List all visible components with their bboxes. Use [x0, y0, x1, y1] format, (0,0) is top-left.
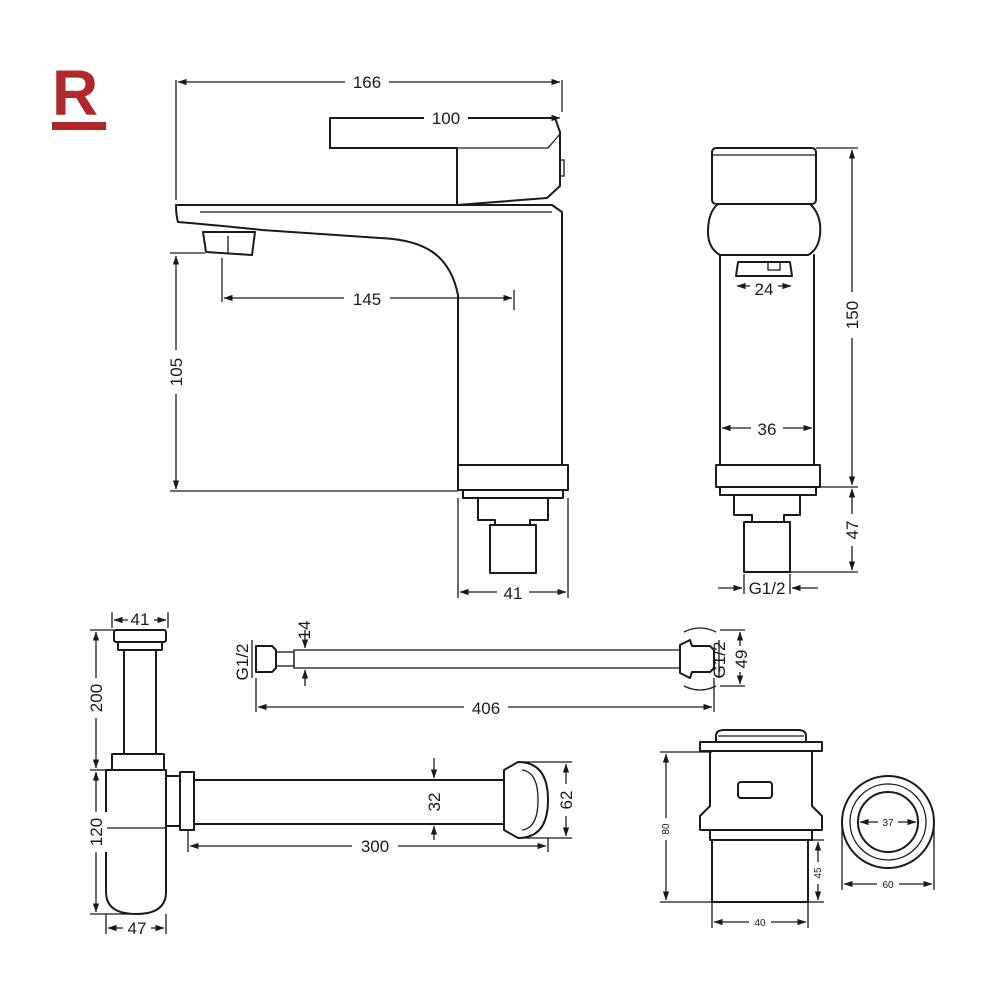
dim-hose-left-thread: G1/2: [233, 644, 252, 681]
dim-siphon-flange: 62: [557, 791, 576, 810]
side-washer: [719, 486, 817, 496]
dim-bg: [732, 646, 750, 672]
dim-drain-height: 80: [661, 823, 672, 835]
siphon-nut: [111, 753, 165, 771]
side-base: [715, 464, 821, 488]
aerator: [202, 231, 256, 256]
pop-up-drain: 80 45 40 37 60: [657, 729, 935, 929]
siphon-outlet-nut: [179, 771, 195, 831]
dim-siphon-pipe-length: 300: [361, 837, 389, 856]
drain-top-inner: [857, 791, 919, 853]
dim-bg: [877, 877, 899, 891]
dim-bg: [424, 108, 468, 128]
dim-bg: [841, 292, 863, 338]
dim-drain-thread-diameter: 40: [754, 918, 766, 929]
hose-right-nut: [679, 639, 715, 679]
side-outlet: [735, 261, 793, 277]
dim-base-diameter: 41: [504, 584, 523, 603]
siphon-outlet-collar: [165, 775, 181, 827]
faucet-side-view: 24 36 150 47 G1/2: [707, 147, 863, 598]
dim-bg: [497, 582, 529, 602]
handle-button: [559, 159, 565, 177]
dim-siphon-pipe-diameter: 32: [425, 793, 444, 812]
brand-logo-underline: [52, 122, 106, 130]
base-washer: [462, 489, 564, 499]
dim-bg: [878, 815, 898, 829]
dim-bg: [165, 350, 187, 394]
dim-side-thread: G1/2: [749, 579, 786, 598]
dim-bg: [555, 784, 577, 816]
drain-flange: [699, 741, 823, 752]
dim-bg: [85, 678, 107, 718]
dim-siphon-lower: 120: [87, 818, 106, 846]
dim-bg: [352, 836, 398, 856]
dim-drain-cap: 60: [882, 880, 894, 891]
dim-bg: [464, 697, 508, 717]
dim-hose-length: 406: [472, 699, 500, 718]
siphon-pipe: [193, 779, 505, 825]
faucet-body: [175, 204, 563, 466]
siphon-bottle: [105, 769, 167, 915]
hose-right-nut-edge: [683, 627, 717, 691]
siphon-flange-edge: [521, 769, 539, 831]
drain-overflow-slot: [737, 781, 773, 799]
dim-bg: [123, 918, 151, 938]
dim-drain-inner: 37: [882, 818, 894, 829]
hose-left-collar: [275, 651, 295, 667]
dim-bg: [657, 818, 673, 840]
siphon-tailpiece: [123, 649, 157, 755]
dim-side-height: 150: [843, 301, 862, 329]
dim-body-diameter: 36: [758, 420, 777, 439]
brand-logo-letter: R: [52, 57, 98, 129]
hose-braid: [293, 649, 681, 669]
dim-hose-right-thread: G1/2: [710, 642, 729, 679]
dim-siphon-bottle: 47: [128, 919, 147, 938]
faucet-thread: [489, 524, 537, 574]
dim-bg: [128, 610, 154, 628]
dim-hose-nut: 49: [732, 650, 751, 669]
side-neck: [707, 203, 822, 256]
siphon-top-collar: [117, 641, 163, 651]
brand-logo: R: [52, 57, 106, 130]
dim-bg: [751, 418, 783, 440]
side-nut: [733, 494, 801, 523]
drain-thread: [711, 839, 809, 903]
siphon-top-ring: [113, 629, 167, 643]
side-thread: [743, 521, 791, 573]
dim-bg: [841, 514, 863, 546]
dim-outlet-height: 105: [167, 358, 186, 386]
dim-bg: [810, 862, 826, 884]
side-handle: [711, 147, 817, 205]
dim-siphon-upper: 200: [87, 684, 106, 712]
dim-outlet-diameter: 24: [755, 280, 774, 299]
drain-body: [699, 750, 823, 831]
dim-bg: [749, 915, 771, 929]
dim-drain-thread-length: 45: [813, 867, 824, 879]
dim-hose-core: 14: [295, 621, 314, 640]
dim-shank-length: 47: [843, 521, 862, 540]
dim-handle-length: 100: [432, 109, 460, 128]
dim-bg: [345, 70, 389, 92]
faucet-base: [457, 464, 569, 491]
dim-bg: [750, 278, 778, 298]
dim-siphon-top: 41: [131, 610, 150, 629]
drain-collar: [709, 829, 813, 841]
dim-bg: [85, 812, 107, 852]
bottle-siphon: 41 200 120 47 300 32 62: [85, 610, 577, 938]
drain-top-ring: [849, 783, 927, 861]
dim-faucet-width: 166: [353, 73, 381, 92]
drain-cap: [715, 729, 807, 743]
hose-left-fitting: [255, 645, 277, 673]
base-nut: [477, 497, 549, 526]
side-outlet-lever: [767, 261, 781, 271]
dim-spout-reach: 145: [353, 290, 381, 309]
faucet-handle: [329, 117, 561, 206]
dim-bg: [344, 288, 390, 308]
siphon-wall-flange: [503, 761, 549, 839]
faucet-front-view: 166 100 145 105 41: [165, 70, 569, 603]
braided-hose: G1/2 14 406 G1/2 49: [233, 621, 751, 718]
handle-edge: [457, 133, 561, 149]
